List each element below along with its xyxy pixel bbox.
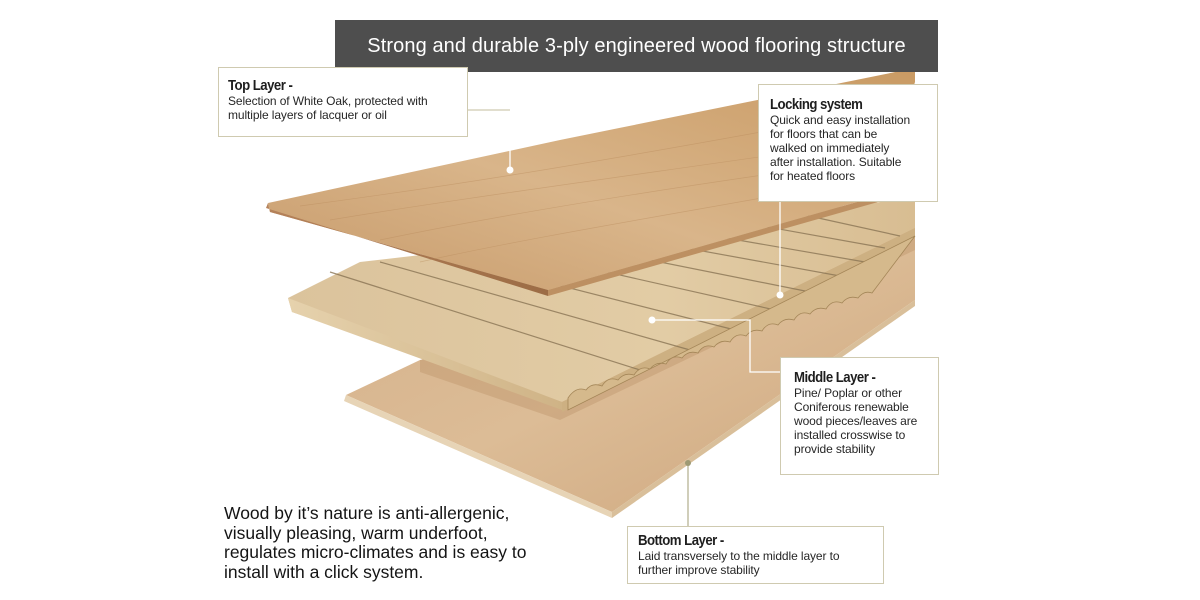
connector-dot-icon	[776, 291, 784, 299]
callout-description: Laid transversely to the middle layer to…	[638, 549, 883, 577]
callout-title: Locking system	[770, 96, 863, 113]
callout-title: Bottom Layer -	[638, 532, 724, 549]
callout-line: wood pieces/leaves are	[794, 414, 918, 428]
callout-title: Middle Layer -	[794, 369, 876, 386]
note-line: Wood by it’s nature is anti-allergenic,	[224, 503, 510, 523]
callout-line: for floors that can be	[770, 127, 878, 141]
callout-description: Quick and easy installation for floors t…	[770, 113, 937, 183]
callout-line: Coniferous renewable	[794, 400, 909, 414]
note-line: visually pleasing, warm underfoot,	[224, 522, 488, 543]
callout-description: Selection of White Oak, protected with m…	[228, 94, 467, 122]
callout-bottom-layer: Bottom Layer - Laid transversely to the …	[627, 526, 884, 584]
top-layer-board	[266, 68, 915, 296]
connector-dot-icon	[506, 166, 514, 174]
callout-line: Quick and easy installation	[770, 113, 911, 127]
callout-line: provide stability	[794, 442, 876, 456]
callout-line: Laid transversely to the middle layer to	[638, 549, 840, 563]
connector-dot-icon	[685, 460, 691, 466]
note-line: regulates micro-climates and is easy to	[224, 542, 527, 562]
callout-line: installed crosswise to	[794, 428, 906, 442]
callout-line: Pine/ Poplar or other	[794, 386, 902, 400]
callout-description: Pine/ Poplar or other Coniferous renewab…	[794, 386, 938, 456]
connector-dot-icon	[648, 316, 656, 324]
callout-line: for heated floors	[770, 169, 856, 183]
callout-top-layer: Top Layer - Selection of White Oak, prot…	[218, 67, 468, 137]
callout-line: multiple layers of lacquer or oil	[228, 108, 387, 122]
callout-middle-layer: Middle Layer - Pine/ Poplar or other Con…	[780, 357, 939, 475]
callout-title: Top Layer -	[228, 77, 293, 94]
diagram-title: Strong and durable 3-ply engineered wood…	[335, 20, 938, 72]
wood-benefits-note: Wood by it’s nature is anti-allergenic, …	[224, 503, 534, 582]
callout-locking-system: Locking system Quick and easy installati…	[758, 84, 938, 202]
note-line: install with a click system.	[224, 561, 424, 582]
callout-connectors	[468, 109, 784, 526]
callout-line: further improve stability	[638, 563, 760, 577]
callout-line: after installation. Suitable	[770, 155, 902, 169]
callout-line: Selection of White Oak, protected with	[228, 94, 428, 108]
callout-line: walked on immediately	[770, 141, 890, 155]
